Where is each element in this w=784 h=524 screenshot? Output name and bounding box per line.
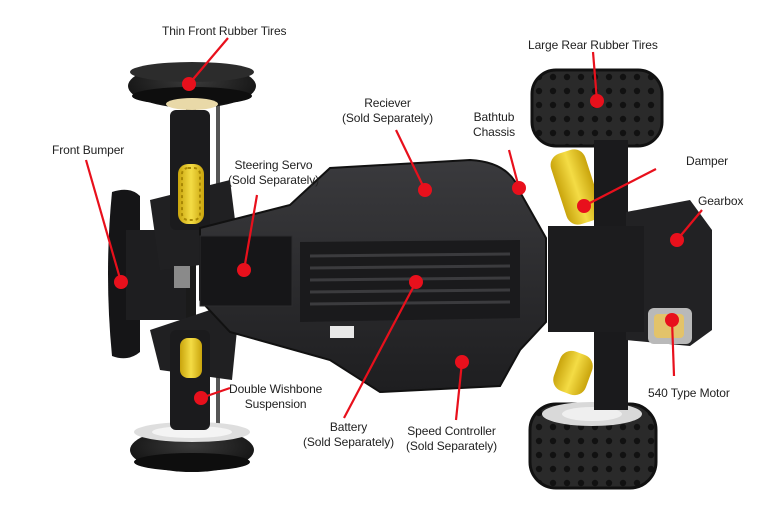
marker-dot: [455, 355, 469, 369]
label-steering-servo: Steering Servo (Sold Separately): [228, 158, 319, 188]
marker-dot: [665, 313, 679, 327]
marker-dot: [114, 275, 128, 289]
marker-dot: [237, 263, 251, 277]
label-line: Reciever: [364, 96, 411, 110]
marker-dot: [590, 94, 604, 108]
label-line: (Sold Separately): [406, 439, 498, 453]
label-line: Double Wishbone: [229, 382, 323, 396]
callout-dots: [114, 77, 684, 405]
label-line: Bathtub: [473, 110, 515, 124]
label-line: 540 Type Motor: [648, 386, 730, 400]
rear-tire-bottom: [528, 402, 658, 490]
front-tire-bottom: [130, 422, 254, 472]
label-gearbox: Gearbox: [698, 194, 743, 209]
label-line: (Sold Separately): [228, 173, 320, 187]
label-suspension: Double Wishbone Suspension: [229, 382, 322, 412]
rear-shock-bottom: [553, 350, 593, 396]
marker-dot: [194, 391, 208, 405]
label-damper: Damper: [686, 154, 728, 169]
chassis-sticker: [330, 326, 354, 338]
front-shock-bottom: [180, 338, 202, 378]
label-line: Large Rear Rubber Tires: [528, 38, 658, 52]
label-battery: Battery (Sold Separately): [303, 420, 394, 450]
label-motor: 540 Type Motor: [648, 386, 730, 401]
marker-dot: [670, 233, 684, 247]
label-line: Thin Front Rubber Tires: [162, 24, 287, 38]
label-line: Battery: [329, 420, 368, 434]
marker-dot: [409, 275, 423, 289]
label-line: Front Bumper: [52, 143, 125, 157]
label-line: Suspension: [244, 397, 307, 411]
label-line: Damper: [686, 154, 729, 168]
front-shock-top: [178, 164, 204, 224]
label-line: Steering Servo: [234, 158, 313, 172]
label-rear-tires: Large Rear Rubber Tires: [528, 38, 658, 53]
marker-dot: [182, 77, 196, 91]
marker-dot: [577, 199, 591, 213]
label-line: Gearbox: [698, 194, 744, 208]
leader-lines: [84, 37, 703, 421]
marker-dot: [512, 181, 526, 195]
label-chassis: Bathtub Chassis: [473, 110, 515, 140]
label-speed-controller: Speed Controller (Sold Separately): [406, 424, 497, 454]
label-line: (Sold Separately): [303, 435, 395, 449]
rear-gearbox: [548, 140, 712, 410]
label-line: Speed Controller: [407, 424, 496, 438]
label-line: Chassis: [473, 125, 515, 139]
label-receiver: Reciever (Sold Separately): [342, 96, 433, 126]
marker-dot: [418, 183, 432, 197]
label-front-tires: Thin Front Rubber Tires: [162, 24, 287, 39]
label-line: (Sold Separately): [342, 111, 434, 125]
label-front-bumper: Front Bumper: [52, 143, 124, 158]
